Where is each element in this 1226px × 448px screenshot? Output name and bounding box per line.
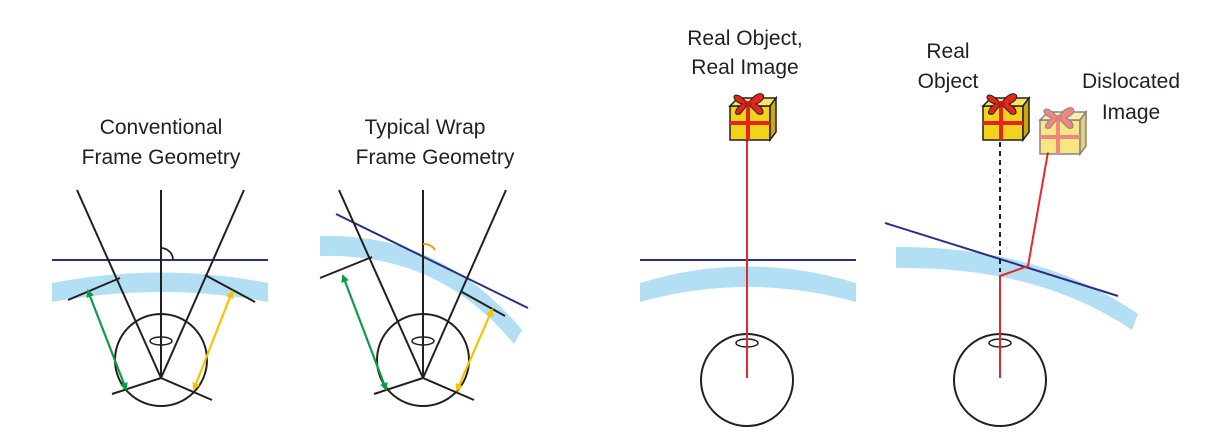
panel-dislocated: Real Object Dislocated Image: [884, 40, 1180, 427]
axis-right-wrap: [422, 189, 507, 379]
axis-left-wrap: [338, 189, 424, 379]
lens-dislocated: [896, 246, 1138, 330]
panel-real-image: Real Object, Real Image: [640, 27, 856, 427]
green-arrow-conventional: [86, 289, 128, 391]
gift-real-object-dislocated: [981, 91, 1031, 142]
temple-right-conventional: [204, 274, 256, 303]
right-angle-mark-conventional: [160, 247, 174, 261]
yellow-arrow-conventional: [192, 290, 234, 391]
dislocated-image-label-line2: Image: [1102, 101, 1160, 124]
lens-wrap: [320, 235, 522, 344]
real-object-label-line1: Real: [926, 40, 969, 63]
gift-dislocated-image: [1038, 105, 1088, 156]
real-image-label-line1: Real Object,: [687, 27, 803, 50]
eye-stub-right-conventional: [160, 377, 213, 401]
axis-left-conventional: [76, 189, 162, 379]
refracted-ray-dislocated: [999, 151, 1049, 378]
panel-wrap: Typical Wrap Frame Geometry: [319, 116, 529, 407]
temple-left-conventional: [67, 277, 121, 301]
temple-left-wrap: [319, 256, 373, 279]
angle-mark-wrap: [422, 243, 436, 251]
wrap-title-line2: Frame Geometry: [356, 146, 515, 169]
eye-stub-left-conventional: [111, 377, 162, 395]
yellow-arrow-wrap: [455, 308, 494, 392]
wrap-title-line1: Typical Wrap: [365, 116, 486, 139]
eye-stub-right-wrap: [422, 377, 475, 401]
real-object-label-line2: Object: [918, 70, 979, 93]
dislocated-image-label-line1: Dislocated: [1082, 70, 1180, 93]
real-image-label-line2: Real Image: [691, 56, 798, 79]
green-arrow-wrap: [341, 274, 388, 391]
panel-conventional: Conventional Frame Geometry: [52, 116, 268, 407]
axis-right-conventional: [160, 189, 245, 379]
eye-stub-left-wrap: [373, 377, 424, 395]
conventional-title-line1: Conventional: [100, 116, 223, 139]
frame-plane-dislocated: [884, 222, 1119, 297]
frame-plane-wrap: [335, 213, 529, 309]
temple-right-wrap: [461, 291, 506, 317]
conventional-title-line2: Frame Geometry: [82, 146, 241, 169]
gift-real-object: [728, 91, 778, 142]
